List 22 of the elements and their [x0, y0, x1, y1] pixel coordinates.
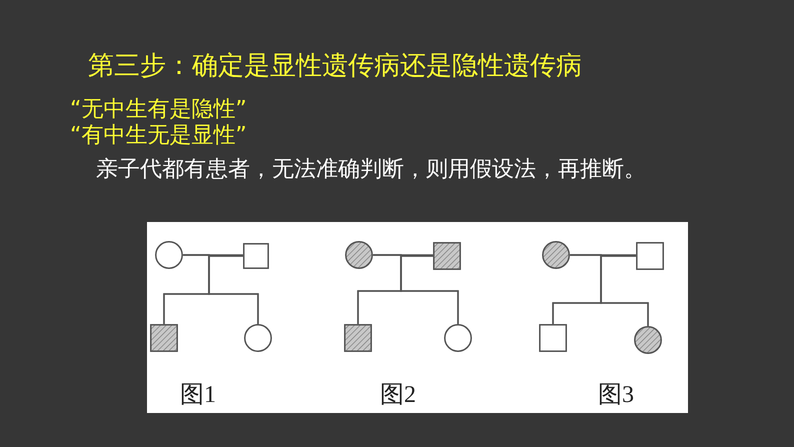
affected-male-square	[433, 242, 461, 270]
pedigree-line	[400, 255, 459, 324]
male-square	[539, 324, 567, 352]
affected-female-circle	[542, 241, 570, 269]
pedigree-line	[208, 255, 259, 324]
affected-female-circle	[345, 241, 373, 269]
rule-text: “无中生有是隐性”	[70, 96, 247, 124]
affected-female-circle	[634, 326, 662, 354]
note-text: 亲子代都有患者，无法准确判断，则用假设法，再推断。	[96, 156, 646, 184]
title: 第三步：确定是显性遗传病还是隐性遗传病	[88, 50, 582, 83]
male-square	[243, 243, 269, 269]
affected-male-square	[150, 324, 178, 352]
figure-caption: 图3	[598, 381, 634, 410]
female-circle	[444, 324, 472, 352]
female-circle	[155, 241, 183, 269]
female-circle	[244, 324, 272, 352]
male-square	[636, 242, 664, 270]
figure-caption: 图1	[180, 381, 216, 410]
figure-caption: 图2	[380, 381, 416, 410]
pedigree-line	[600, 255, 649, 326]
affected-male-square	[344, 324, 372, 352]
rule-text: “有中生无是显性”	[70, 122, 247, 150]
